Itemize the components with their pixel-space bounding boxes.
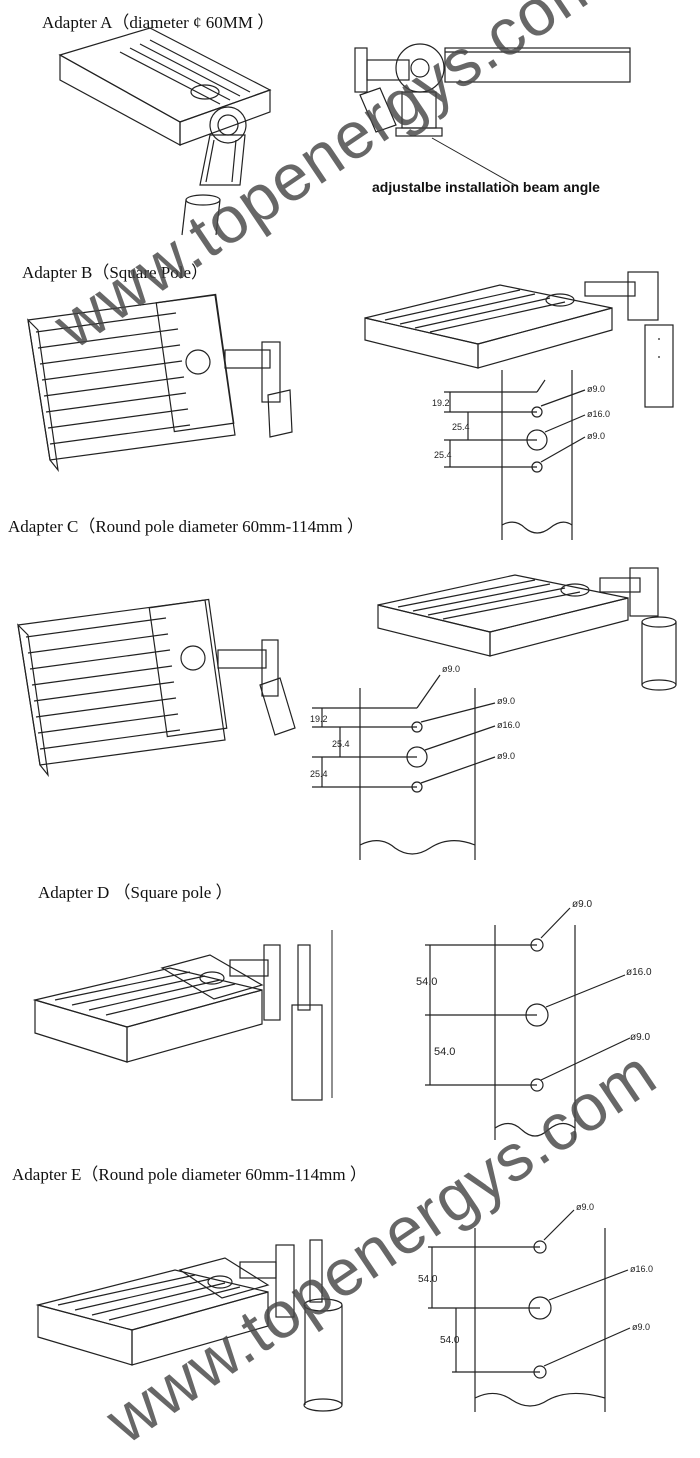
title-adapter-d: Adapter D （Square pole ）	[38, 883, 233, 902]
title-adapter-c: Adapter C（Round pole diameter 60mm-114mm…	[8, 517, 364, 536]
c-dim-25-4-a: 25.4	[332, 739, 350, 749]
c-hole-16: ø16.0	[497, 720, 520, 730]
note-adjustable-angle: adjustalbe installation beam angle	[372, 179, 600, 195]
adapter-b-fixture-iso	[364, 271, 674, 408]
c-hole-9-second: ø9.0	[497, 696, 515, 706]
d-hole-16: ø16.0	[626, 967, 652, 978]
adapter-c-fixture-iso	[377, 567, 677, 691]
c-hole-9-top: ø9.0	[442, 664, 460, 674]
adapter-d-hole-pattern	[425, 907, 631, 1140]
b-hole-16: ø16.0	[587, 409, 610, 419]
d-hole-9-top: ø9.0	[572, 899, 592, 910]
title-adapter-b: Adapter B（Square Pole）	[22, 263, 209, 282]
c-dim-25-4-b: 25.4	[310, 769, 328, 779]
adapter-b-hole-pattern	[444, 370, 586, 540]
b-hole-9-top: ø9.0	[587, 384, 605, 394]
e-dim-54-a: 54.0	[418, 1274, 438, 1285]
title-adapter-a: Adapter A（diameter ¢ 60MM ）	[42, 13, 275, 32]
d-dim-54-b: 54.0	[434, 1046, 455, 1058]
adapter-c-hole-pattern	[312, 674, 496, 860]
c-dim-19-2: 19.2	[310, 714, 328, 724]
title-adapter-e: Adapter E（Round pole diameter 60mm-114mm…	[12, 1165, 367, 1184]
e-dim-54-b: 54.0	[440, 1335, 460, 1346]
adapter-c-fixture-front	[17, 598, 296, 778]
adapter-a-fixture-iso	[58, 27, 272, 236]
e-hole-16: ø16.0	[630, 1264, 653, 1274]
adapter-a-side-view	[354, 43, 631, 186]
d-dim-54-a: 54.0	[416, 976, 437, 988]
b-hole-9-bottom: ø9.0	[587, 431, 605, 441]
e-hole-9-top: ø9.0	[576, 1202, 594, 1212]
c-hole-9-bottom: ø9.0	[497, 751, 515, 761]
b-dim-19-2: 19.2	[432, 398, 450, 408]
adapter-e-fixture-iso	[35, 1239, 343, 1412]
b-dim-25-4-a: 25.4	[452, 422, 470, 432]
adapter-b-fixture-front	[27, 293, 293, 473]
adapter-e-hole-pattern	[428, 1209, 631, 1412]
d-hole-9-bottom: ø9.0	[630, 1032, 650, 1043]
e-hole-9-bottom: ø9.0	[632, 1322, 650, 1332]
adapter-d-fixture-iso	[32, 944, 323, 1101]
b-dim-25-4-b: 25.4	[434, 450, 452, 460]
